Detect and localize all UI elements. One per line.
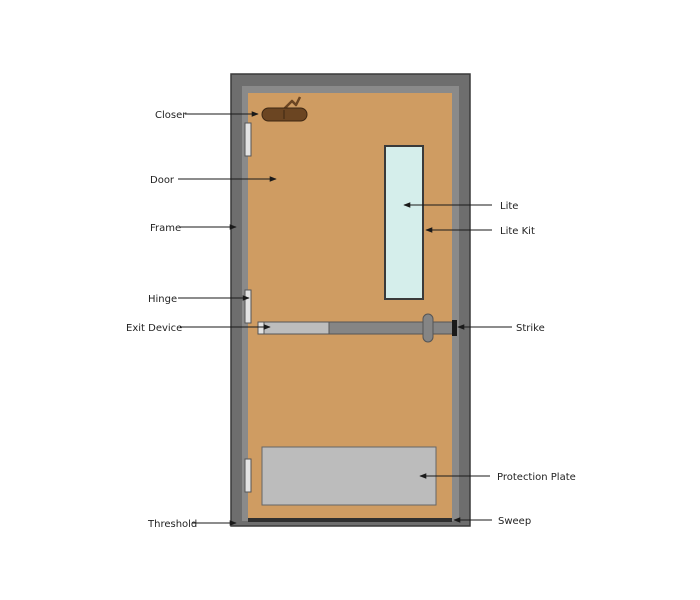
exit-device-lever [422, 313, 434, 343]
exit-device [257, 313, 454, 343]
lite-glass [386, 147, 422, 298]
callout-closer: Closer [155, 110, 259, 121]
label-hinge: Hinge [148, 294, 177, 305]
callout-strike: Strike [457, 323, 545, 334]
closer [261, 96, 308, 122]
strike [452, 320, 457, 336]
callout-hinge: Hinge [148, 294, 250, 305]
label-lite-kit: Lite Kit [500, 226, 535, 237]
callout-exit-device: Exit Device [126, 323, 271, 334]
hinge-top [244, 122, 252, 157]
callout-protection-plate: Protection Plate [419, 472, 576, 483]
hinge-bottom [244, 458, 252, 493]
threshold [248, 518, 452, 522]
callout-sweep: Sweep [453, 516, 531, 527]
exit-device-bar [328, 321, 454, 335]
callout-threshold: Threshold [147, 519, 237, 530]
closer-arm [283, 96, 302, 110]
protection-plate [261, 446, 437, 506]
label-frame: Frame [150, 223, 181, 234]
label-protection-plate: Protection Plate [497, 472, 576, 483]
label-door: Door [150, 175, 175, 186]
label-exit-device: Exit Device [126, 323, 182, 334]
label-strike: Strike [516, 323, 545, 334]
callout-door: Door [150, 175, 277, 186]
callout-frame: Frame [150, 223, 237, 234]
callout-lite-kit: Lite Kit [425, 226, 535, 237]
label-sweep: Sweep [498, 516, 531, 527]
exit-device-touchbar [263, 321, 330, 335]
label-lite: Lite [500, 201, 518, 212]
hinge-middle [244, 289, 252, 324]
label-closer: Closer [155, 110, 187, 121]
callout-lite: Lite [403, 201, 518, 212]
label-threshold: Threshold [147, 519, 197, 530]
exit-device-mount [257, 321, 265, 335]
